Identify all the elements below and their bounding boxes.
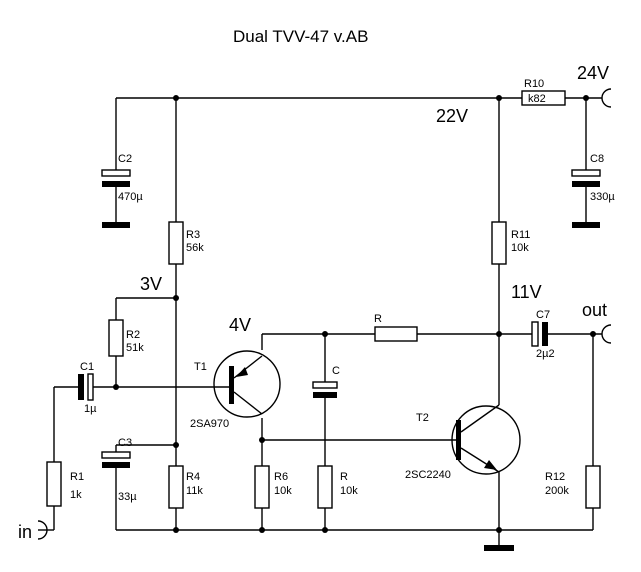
svg-text:C1: C1 [80,361,94,373]
svg-text:T2: T2 [416,412,429,424]
svg-text:R1: R1 [70,471,84,483]
junction-dots [113,95,596,533]
voltage-label-rail: 22V [436,106,468,126]
resistor-r11: R11 10k [491,221,530,265]
resistor-r1: R1 1k [46,461,84,507]
svg-text:R4: R4 [186,471,200,483]
svg-text:R: R [374,313,382,325]
capacitor-c7: C7 2µ2 [531,309,555,360]
svg-text:200k: 200k [545,485,569,497]
svg-text:2SA970: 2SA970 [190,418,229,430]
svg-text:R6: R6 [274,471,288,483]
svg-text:C3: C3 [118,437,132,449]
voltage-label-collector: 11V [511,282,542,302]
svg-text:1k: 1k [70,489,82,501]
resistor-r: R [374,313,418,342]
svg-text:56k: 56k [186,242,204,254]
svg-text:33µ: 33µ [118,491,137,503]
resistor-r2: R2 51k [108,319,144,357]
diagram-title: Dual TVV-47 v.AB [233,27,368,46]
output-label: out [582,300,607,320]
svg-text:2SC2240: 2SC2240 [405,469,451,481]
resistor-r3: R3 56k [168,221,204,265]
resistor-r6: R6 10k [254,465,292,509]
capacitor-c1: C1 1µ [78,361,97,415]
capacitor-c3: C3 33µ [101,437,137,530]
svg-text:470µ: 470µ [118,191,143,203]
svg-text:1µ: 1µ [84,403,97,415]
svg-text:R3: R3 [186,229,200,241]
svg-text:2µ2: 2µ2 [536,348,555,360]
supply-terminal [601,88,612,108]
resistor-r4: R4 11k [168,465,203,509]
svg-text:11k: 11k [186,485,203,497]
svg-text:330µ: 330µ [590,191,615,203]
svg-text:C: C [332,365,340,377]
svg-text:51k: 51k [126,342,144,354]
svg-text:k82: k82 [528,93,546,105]
svg-text:R10: R10 [524,78,544,90]
transistor-t2: T2 2SC2240 [405,404,521,481]
svg-text:R11: R11 [511,229,530,241]
svg-text:R2: R2 [126,329,140,341]
resistor-r-10k: R 10k [317,465,358,509]
voltage-label-bias: 3V [140,274,162,294]
svg-text:10k: 10k [511,242,529,254]
svg-text:T1: T1 [194,361,207,373]
ground-symbol [484,545,514,551]
resistor-r10: R10 k82 [521,78,566,106]
input-terminal [37,520,54,540]
svg-text:C7: C7 [536,309,550,321]
svg-text:R12: R12 [545,471,565,483]
svg-text:C2: C2 [118,153,132,165]
resistor-r12: R12 200k [545,465,601,509]
capacitor-c: C [312,365,340,398]
svg-text:C8: C8 [590,153,604,165]
capacitor-c2: C2 470µ [101,153,143,228]
svg-text:10k: 10k [274,485,292,497]
output-terminal [601,324,612,344]
capacitor-c8: C8 330µ [571,153,615,228]
voltage-label-emitter: 4V [229,315,251,335]
svg-text:10k: 10k [340,485,358,497]
input-label: in [18,522,32,542]
svg-text:R: R [340,471,348,483]
transistor-t1: T1 2SA970 [190,350,281,430]
voltage-label-supply: 24V [577,63,609,83]
